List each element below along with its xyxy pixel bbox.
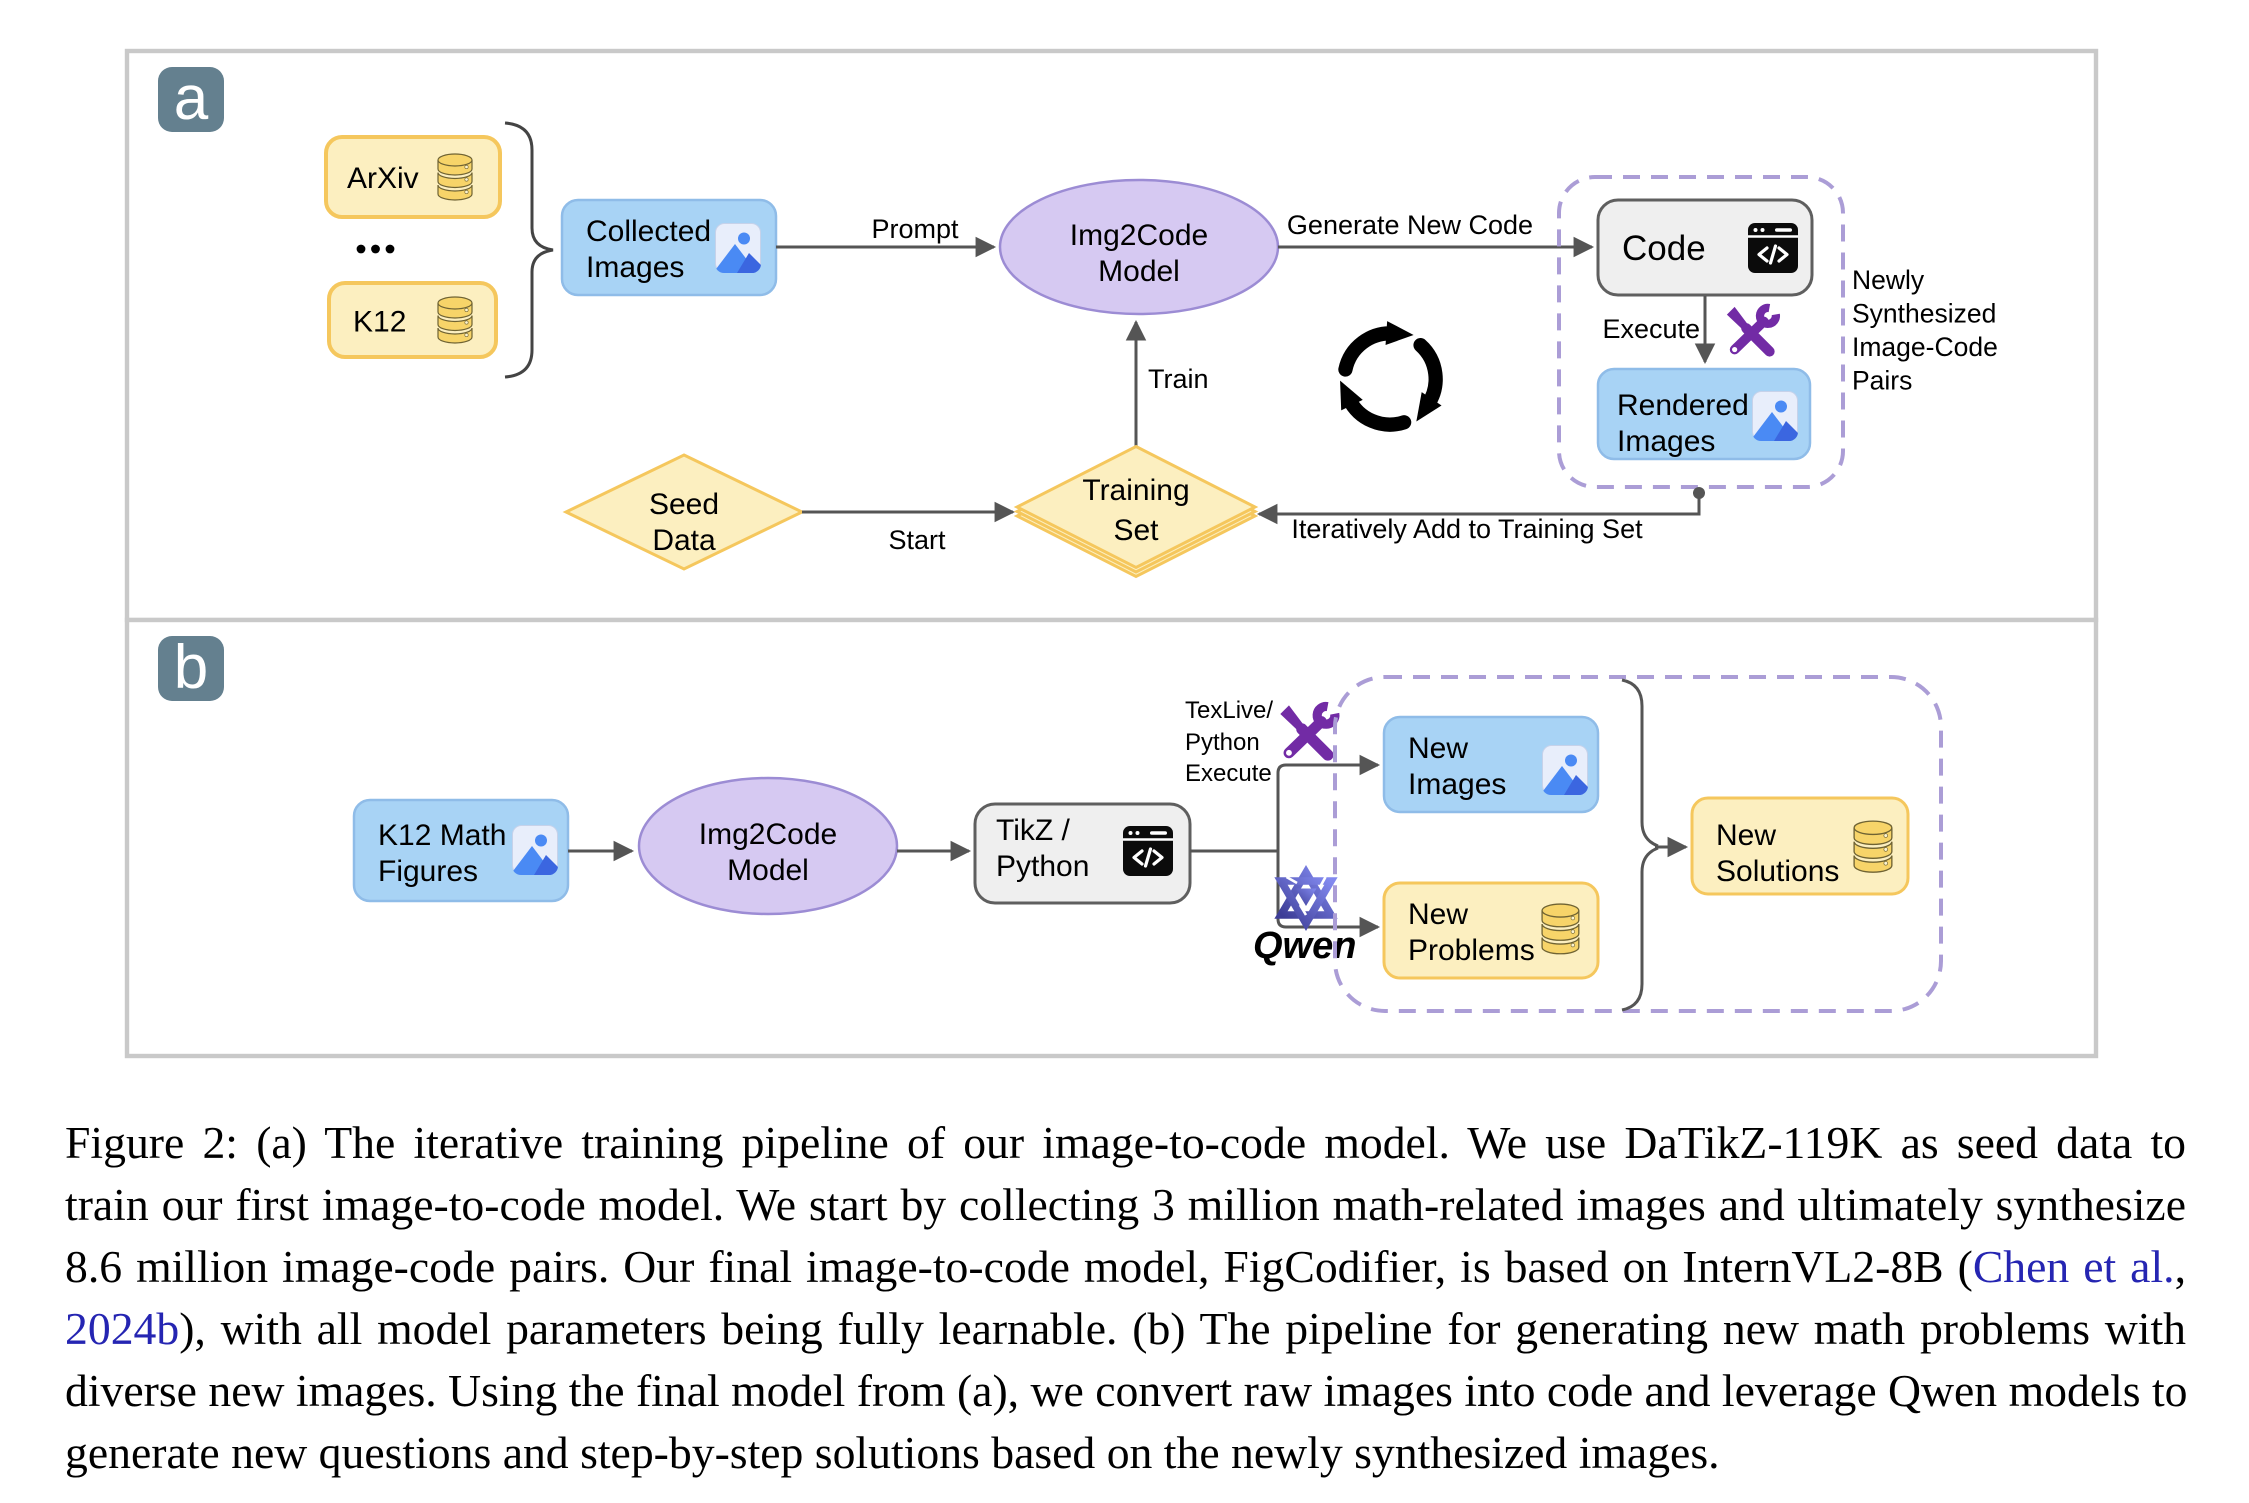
- svg-text:Training: Training: [1082, 474, 1189, 507]
- svg-text:Newly: Newly: [1852, 265, 1925, 295]
- svg-text:Img2Code: Img2Code: [1070, 219, 1208, 252]
- svg-text:Solutions: Solutions: [1716, 855, 1839, 888]
- svg-text:Start: Start: [888, 525, 946, 555]
- svg-text:Train: Train: [1148, 364, 1209, 394]
- svg-text:Images: Images: [586, 251, 684, 284]
- svg-text:Images: Images: [1617, 425, 1715, 458]
- svg-text:Model: Model: [727, 854, 809, 887]
- svg-text:New: New: [1408, 732, 1468, 765]
- svg-text:Rendered: Rendered: [1617, 389, 1749, 422]
- svg-text:Collected: Collected: [586, 215, 711, 248]
- svg-text:Set: Set: [1113, 514, 1159, 547]
- svg-text:K12: K12: [353, 306, 406, 339]
- svg-text:Figures: Figures: [378, 855, 478, 888]
- svg-text:Images: Images: [1408, 768, 1506, 801]
- svg-text:New: New: [1408, 898, 1468, 931]
- svg-text:TexLive/: TexLive/: [1185, 697, 1273, 724]
- svg-text:Problems: Problems: [1408, 934, 1535, 967]
- svg-text:Img2Code: Img2Code: [699, 818, 837, 851]
- svg-text:New: New: [1716, 819, 1776, 852]
- svg-text:Model: Model: [1098, 255, 1180, 288]
- svg-text:Iteratively Add to Training Se: Iteratively Add to Training Set: [1291, 514, 1643, 544]
- svg-text:Seed: Seed: [649, 488, 719, 521]
- svg-text:Code: Code: [1622, 229, 1706, 268]
- svg-text:Python: Python: [996, 850, 1089, 883]
- svg-text:Pairs: Pairs: [1852, 366, 1912, 396]
- svg-text:b: b: [174, 633, 208, 702]
- svg-text:Data: Data: [652, 524, 716, 557]
- svg-text:Synthesized: Synthesized: [1852, 299, 1996, 329]
- svg-text:Prompt: Prompt: [871, 214, 959, 244]
- svg-text:Python: Python: [1185, 729, 1260, 756]
- svg-text:Execute: Execute: [1185, 760, 1272, 787]
- svg-text:Generate New Code: Generate New Code: [1287, 210, 1533, 240]
- svg-text:Qwen: Qwen: [1253, 925, 1356, 967]
- svg-text:Execute: Execute: [1602, 314, 1700, 344]
- svg-text:ArXiv: ArXiv: [347, 162, 419, 195]
- svg-text:a: a: [174, 64, 209, 133]
- svg-text:Image-Code: Image-Code: [1852, 332, 1998, 362]
- svg-text:K12 Math: K12 Math: [378, 819, 506, 852]
- svg-text:TikZ /: TikZ /: [996, 814, 1071, 847]
